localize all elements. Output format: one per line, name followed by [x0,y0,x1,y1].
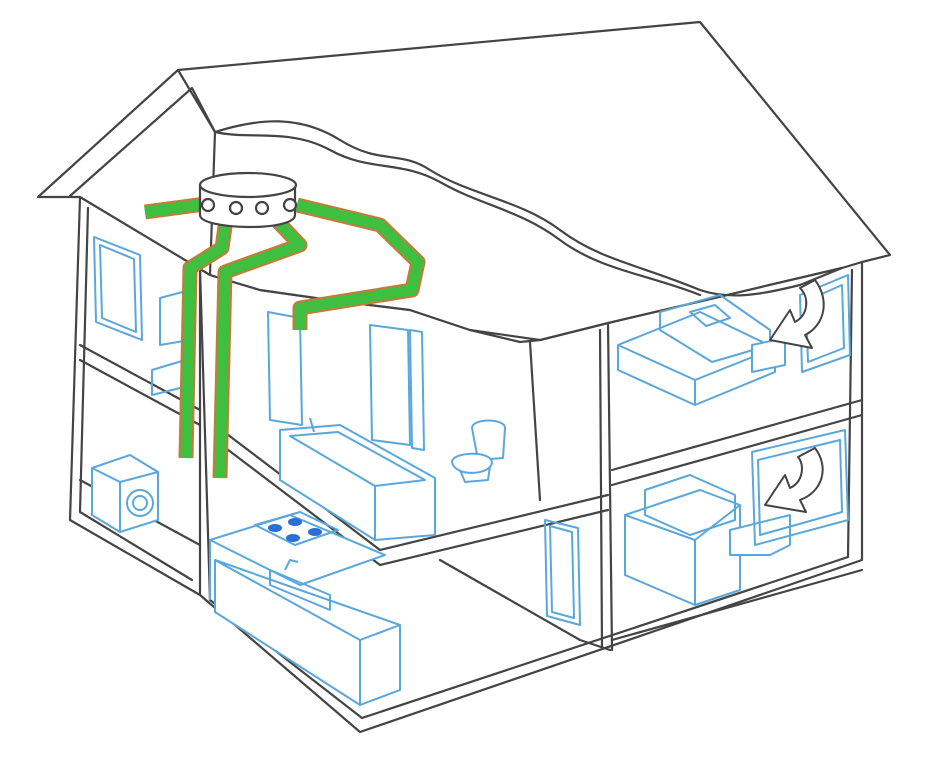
duct-left-supply [144,198,206,218]
duct-bathroom-extract [294,199,424,330]
roof [36,20,892,344]
bathroom [267,311,506,541]
ventilation-unit [198,171,298,229]
laundry [91,454,159,533]
ventilation-system [144,171,426,479]
house-walls [68,195,864,734]
airflow-arrows [764,279,825,513]
living-room [624,429,849,606]
bedroom-airflow-arrow-top [769,279,825,349]
bedroom-airflow-arrow-bottom [764,447,824,513]
kitchen [209,511,401,706]
ground-door [544,519,581,626]
window-left [93,236,143,341]
bedroom [617,274,851,406]
